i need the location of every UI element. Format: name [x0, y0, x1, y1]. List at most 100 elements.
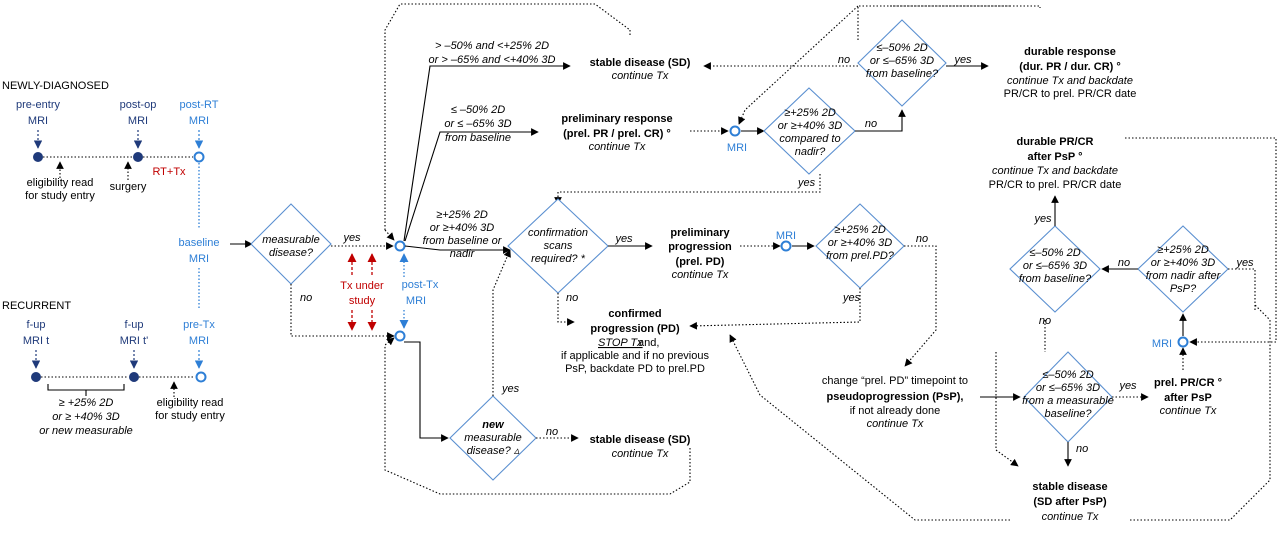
durable-response-title-2: (dur. PR / dur. CR) ° — [1019, 61, 1121, 73]
from-baseline-no: no — [838, 54, 850, 66]
stable-disease-bottom-title: stable disease (SD) — [590, 434, 691, 446]
confirmation-q-3: required? * — [531, 253, 586, 265]
psp-baseline-q-2: or ≤–65% 3D — [1023, 260, 1087, 272]
mbaseline-q-1: ≤–50% 2D — [1042, 369, 1093, 381]
compared-nadir-decision — [763, 87, 856, 175]
recurrence-criteria-2: or ≥ +40% 3D — [52, 411, 120, 423]
pretx-mri-node — [195, 371, 207, 383]
postop-mri-dot — [133, 152, 143, 162]
from-baseline-yes: yes — [953, 54, 972, 66]
durable-psp-title-2: after PsP ° — [1028, 151, 1083, 163]
from-prelpd-no: no — [916, 233, 928, 245]
mbaseline-yes: yes — [1118, 380, 1137, 392]
prog-cond-3: from baseline or — [423, 235, 503, 247]
fup2-label-1: f-up — [125, 319, 144, 331]
recurrent-eligibility-1: eligibility read — [157, 397, 224, 409]
pretx-label-1: pre-Tx — [183, 319, 215, 331]
psp-post-2: continue Tx — [867, 418, 924, 430]
stable-psp-title-2: (SD after PsP) — [1033, 496, 1107, 508]
mri-label-a: MRI — [727, 142, 747, 154]
prelim-prog-title-2: progression — [668, 241, 732, 253]
fup1-mri-dot — [31, 372, 41, 382]
prog-cond-4: nadir — [450, 248, 476, 260]
compared-nadir-no: no — [865, 118, 877, 130]
psp-baseline-q-1: ≤–50% 2D — [1029, 247, 1080, 259]
prelim-resp-cond-3: from baseline — [445, 132, 511, 144]
prelim-resp-cond-1: ≤ –50% 2D — [451, 104, 505, 116]
from-prelpd-yes: yes — [842, 292, 861, 304]
psp-mri-node — [1177, 336, 1189, 348]
nadir-psp-q-3: from nadir after — [1146, 270, 1222, 282]
section-newly-diagnosed: NEWLY-DIAGNOSED — [2, 80, 109, 92]
confirmation-yes: yes — [614, 233, 633, 245]
baseline-mri-label-1: baseline — [179, 237, 220, 249]
prel-prcr-title-2: after PsP — [1164, 392, 1212, 404]
postop-label-2: MRI — [128, 115, 148, 127]
prog-cond-1: ≥+25% 2D — [436, 209, 488, 221]
nadir-psp-q-2: or ≥+40% 3D — [1151, 257, 1215, 269]
durable-response-sub-2: PR/CR to prel. PR/CR date — [1004, 88, 1137, 100]
from-baseline-decision — [857, 19, 947, 107]
mri-label-b: MRI — [776, 230, 796, 242]
new-measurable-q-3: disease? ▵ — [467, 445, 520, 457]
posttx-label-1: post-Tx — [402, 279, 439, 291]
tx-under-study-1: Tx under — [340, 280, 384, 292]
confirmed-title-2: progression (PD) — [590, 323, 680, 335]
posttx-label-2: MRI — [406, 295, 426, 307]
stable-disease-top-title: stable disease (SD) — [590, 57, 691, 69]
prelim-prog-title-1: preliminary — [670, 227, 730, 239]
new-measurable-q-2: measurable — [464, 432, 521, 444]
mbaseline-no: no — [1076, 443, 1088, 455]
psp-baseline-q-3: from baseline? — [1019, 273, 1092, 285]
from-prelpd-q-3: from prel.PD? — [826, 250, 895, 262]
prelim-response-title-1: preliminary response — [561, 113, 672, 125]
postop-label-1: post-op — [120, 99, 157, 111]
prelim-response-sub: continue Tx — [589, 141, 646, 153]
confirmed-sub-1: if applicable and if no previous — [561, 350, 709, 362]
recurrence-criteria-1: ≥ +25% 2D — [59, 397, 114, 409]
psp-post-1: if not already done — [850, 405, 941, 417]
prelim-response-title-2: (prel. PR / prel. CR) ° — [563, 128, 671, 140]
new-measurable-no: no — [546, 426, 558, 438]
from-baseline-q-3: from baseline? — [866, 68, 939, 80]
confirmed-stop-after: and, — [638, 337, 659, 349]
psp-title: pseudoprogression (PsP), — [827, 391, 964, 403]
stable-cond-2: or > –65% and <+40% 3D — [429, 54, 556, 66]
fup1-label-1: f-up — [27, 319, 46, 331]
durable-response-title-1: durable response — [1024, 46, 1116, 58]
nadir-psp-q-4: PsP? — [1170, 283, 1197, 295]
prelim-prog-sub: continue Tx — [672, 269, 729, 281]
measurable-q-2: disease? — [269, 247, 314, 259]
eligibility-note-1: eligibility read — [27, 177, 94, 189]
compared-nadir-q-3: compared to — [779, 133, 840, 145]
from-baseline-q-2: or ≤–65% 3D — [870, 55, 934, 67]
compared-nadir-q-4: nadir? — [795, 146, 826, 158]
preentry-label-2: MRI — [28, 115, 48, 127]
fup2-mri-dot — [129, 372, 139, 382]
durable-psp-sub-2: PR/CR to prel. PR/CR date — [989, 179, 1122, 191]
measurable-q-1: measurable — [262, 234, 319, 246]
prelim-prog-title-3: (prel. PD) — [676, 256, 725, 268]
prog-cond-2: or ≥+40% 3D — [430, 222, 494, 234]
measure-mri-node — [394, 240, 406, 252]
confirmation-q-1: confirmation — [528, 227, 588, 239]
new-measurable-decision — [449, 395, 537, 481]
preentry-mri-dot — [33, 152, 43, 162]
nadir-psp-yes: yes — [1235, 257, 1254, 269]
confirmed-title-1: confirmed — [608, 308, 661, 320]
psp-baseline-yes: yes — [1033, 213, 1052, 225]
from-prelpd-q-2: or ≥+40% 3D — [828, 237, 892, 249]
preentry-label-1: pre-entry — [16, 99, 61, 111]
stable-disease-top-sub: continue Tx — [612, 70, 669, 82]
from-baseline-q-1: ≤–50% 2D — [876, 42, 927, 54]
tx-under-study-2: study — [349, 295, 376, 307]
prelim-prog-mri-node — [780, 240, 792, 252]
postrt-label-2: MRI — [189, 115, 209, 127]
stable-cond-1: > –50% and <+25% 2D — [435, 40, 549, 52]
mbaseline-q-4: baseline? — [1044, 408, 1092, 420]
durable-psp-title-1: durable PR/CR — [1016, 136, 1093, 148]
fup2-label-2: MRI t' — [120, 335, 148, 347]
section-recurrent: RECURRENT — [2, 300, 71, 312]
recurrent-eligibility-2: for study entry — [155, 410, 225, 422]
